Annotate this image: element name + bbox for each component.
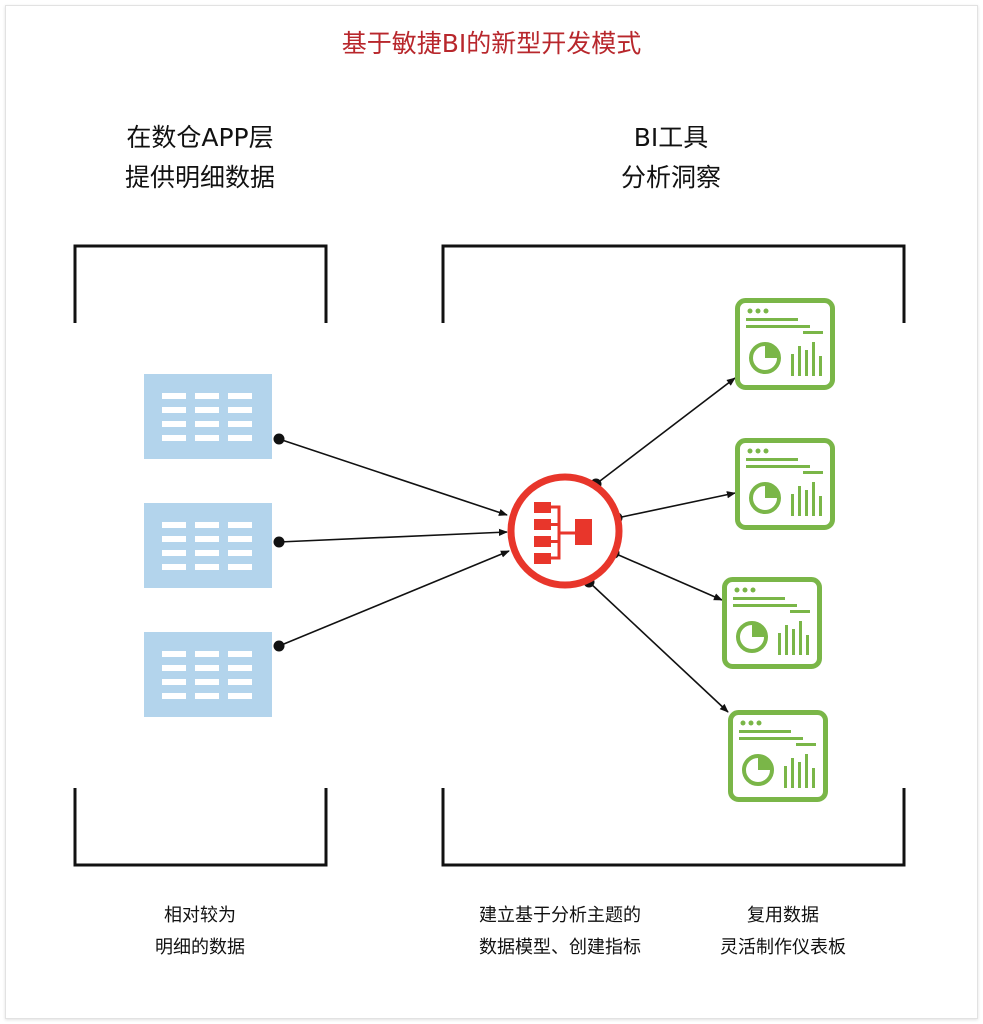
connector-dot xyxy=(273,536,285,548)
connector-hub-dashboard3 xyxy=(613,552,723,601)
connector-table3-hub xyxy=(278,550,510,647)
left-heading: 在数仓APP层 提供明细数据 xyxy=(80,118,320,198)
caption-right-line1: 复用数据 xyxy=(747,905,819,926)
connector-hub-dashboard1 xyxy=(595,377,736,485)
right-bracket-top xyxy=(441,244,906,323)
connector-dot xyxy=(273,433,285,445)
diagram-title: 基于敏捷BI的新型开发模式 xyxy=(341,29,642,58)
left-bracket-bottom xyxy=(73,788,328,867)
dashboard-icon xyxy=(738,441,833,528)
left-heading-line2: 提供明细数据 xyxy=(124,163,275,192)
caption-right: 复用数据 灵活制作仪表板 xyxy=(683,900,883,964)
table-icon xyxy=(144,374,272,459)
caption-middle: 建立基于分析主题的 数据模型、创建指标 xyxy=(440,900,680,964)
right-heading-line1: BI工具 xyxy=(633,123,709,152)
table-icon xyxy=(144,632,272,717)
right-bracket-bottom xyxy=(441,788,906,867)
caption-right-line2: 灵活制作仪表板 xyxy=(720,937,846,958)
caption-middle-line1: 建立基于分析主题的 xyxy=(479,905,641,926)
dashboard-icon xyxy=(731,713,826,800)
connector-hub-dashboard2 xyxy=(616,491,736,519)
table-icon xyxy=(144,503,272,588)
dashboard-icon xyxy=(738,301,833,388)
dashboard-icon xyxy=(725,580,820,667)
data-model-hub-icon xyxy=(507,473,623,589)
left-heading-line1: 在数仓APP层 xyxy=(126,123,274,152)
connector-dot xyxy=(273,640,285,652)
right-heading-line2: 分析洞察 xyxy=(620,163,721,192)
connector-hub-dashboard4 xyxy=(588,581,729,713)
caption-left-line1: 相对较为 xyxy=(164,905,236,926)
caption-left: 相对较为 明细的数据 xyxy=(80,900,320,964)
caption-left-line2: 明细的数据 xyxy=(155,937,245,958)
connector-table2-hub xyxy=(278,528,508,543)
left-bracket-top xyxy=(73,244,328,323)
caption-middle-line2: 数据模型、创建指标 xyxy=(479,937,641,958)
connector-table1-hub xyxy=(278,438,508,516)
right-heading: BI工具 分析洞察 xyxy=(551,118,791,198)
